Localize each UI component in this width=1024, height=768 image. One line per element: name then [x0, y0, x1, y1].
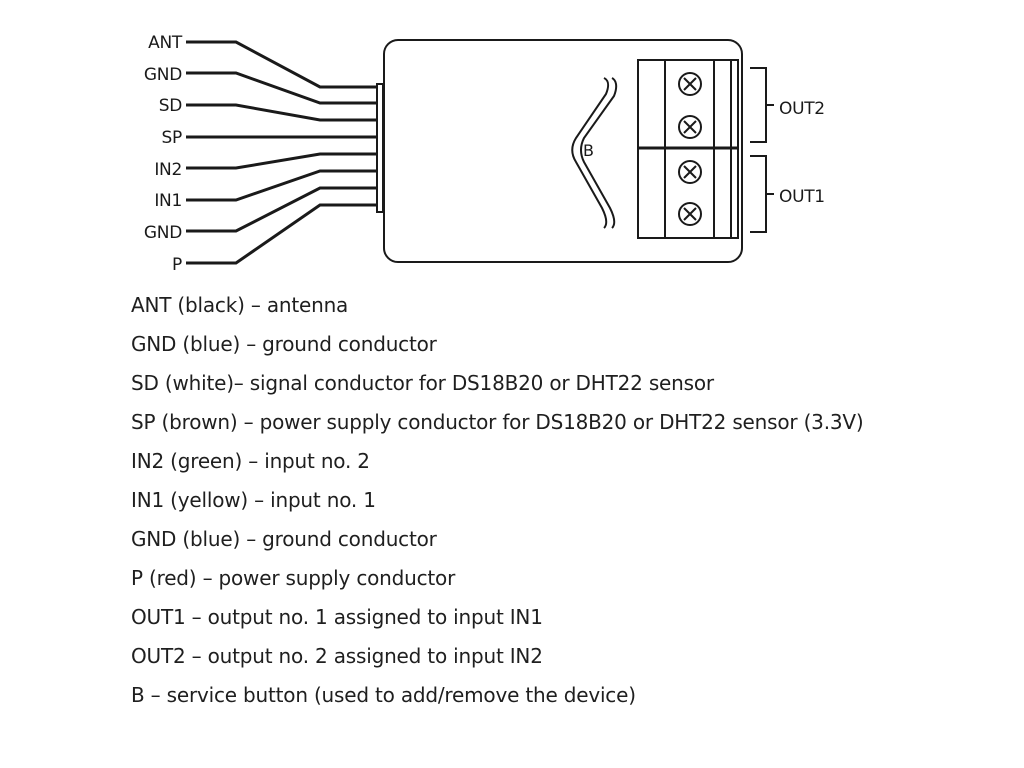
wire-gnd-top [186, 71, 378, 105]
wire-label-gnd-top: GND [144, 65, 182, 85]
wire-legend: ANT (black) – antenna GND (blue) – groun… [131, 293, 911, 722]
legend-item-p: P (red) – power supply conductor [131, 566, 456, 590]
legend-item-gnd-bottom: GND (blue) – ground conductor [131, 527, 437, 551]
wire-p [186, 203, 378, 265]
service-button-icon[interactable] [571, 77, 610, 229]
wire-labels: ANT GND SD SP IN2 IN1 GND P [144, 33, 183, 275]
wire-entry-strip [376, 83, 384, 213]
service-button-label: B [583, 141, 594, 160]
legend-item-in1: IN1 (yellow) – input no. 1 [131, 488, 376, 512]
wire-label-sp: SP [162, 128, 182, 148]
terminal-block [637, 59, 739, 239]
output-brackets [750, 67, 774, 233]
screw-icon-out1-a [678, 160, 702, 184]
legend-item-sd: SD (white)– signal conductor for DS18B20… [131, 371, 714, 395]
bracket-out2 [750, 67, 767, 143]
legend-item-gnd-top: GND (blue) – ground conductor [131, 332, 437, 356]
wire-sd [186, 103, 378, 122]
screw-icon-out2-b [678, 115, 702, 139]
wire-label-in2: IN2 [154, 160, 182, 180]
wire-label-in1: IN1 [154, 191, 182, 211]
screw-icon-out2-a [678, 72, 702, 96]
module-body [383, 39, 743, 263]
wire-in2 [186, 152, 378, 170]
wire-label-gnd-bottom: GND [144, 223, 182, 243]
wire-in1 [186, 169, 378, 202]
legend-item-in2: IN2 (green) – input no. 2 [131, 449, 370, 473]
wire-label-p: P [172, 255, 182, 275]
wires [186, 40, 378, 265]
screw-icon-out1-b [678, 202, 702, 226]
wire-label-ant: ANT [148, 33, 183, 53]
legend-item-out1: OUT1 – output no. 1 assigned to input IN… [131, 605, 543, 629]
legend-item-sp: SP (brown) – power supply conductor for … [131, 410, 864, 434]
terminal-screws [678, 72, 702, 226]
output-label-out2: OUT2 [779, 99, 825, 119]
service-button-icon-inner [580, 77, 618, 229]
wiring-diagram: ANT GND SD SP IN2 IN1 GND P B [144, 33, 825, 275]
bracket-out1 [750, 155, 767, 233]
legend-item-out2: OUT2 – output no. 2 assigned to input IN… [131, 644, 543, 668]
wire-gnd-bottom [186, 186, 378, 233]
wire-label-sd: SD [159, 96, 182, 116]
legend-item-ant: ANT (black) – antenna [131, 293, 349, 317]
output-label-out1: OUT1 [779, 187, 825, 207]
wire-ant [186, 40, 378, 89]
legend-item-b: B – service button (used to add/remove t… [131, 683, 636, 707]
